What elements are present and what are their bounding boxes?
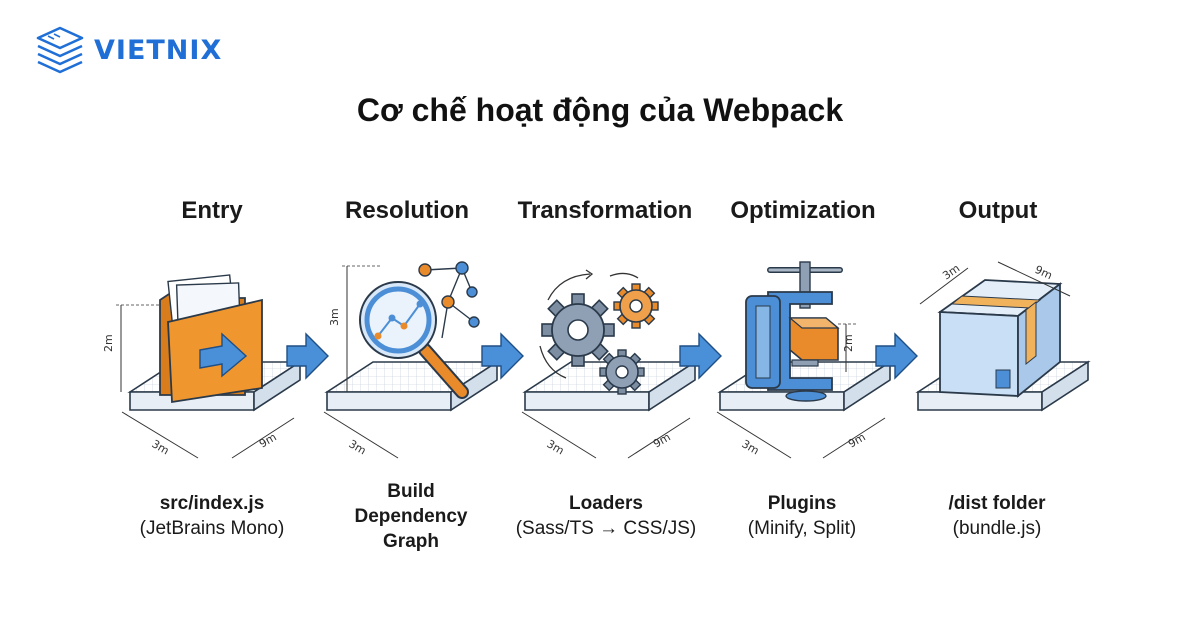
dim-transformation-width: 9m bbox=[651, 430, 673, 450]
caption-entry-sub: (JetBrains Mono) bbox=[139, 518, 285, 539]
transformation-dimension-lines bbox=[521, 411, 691, 459]
entry-dimension-lines bbox=[116, 304, 295, 459]
caption-output-sub: (bundle.js) bbox=[952, 518, 1042, 539]
platform-resolution bbox=[324, 360, 500, 412]
caption-resolution-line-1: Build bbox=[387, 481, 435, 502]
output-dimension-lines bbox=[919, 261, 1071, 305]
platform-transformation bbox=[522, 360, 698, 412]
dim-optimization-depth: 3m bbox=[740, 437, 762, 457]
stage-label-entry: Entry bbox=[181, 197, 243, 224]
dim-resolution-depth: 3m bbox=[347, 437, 369, 457]
stage-label-resolution: Resolution bbox=[345, 197, 469, 224]
folder-arrow-icon bbox=[159, 274, 263, 404]
flow-arrow-icon bbox=[679, 332, 722, 380]
dim-resolution-height: 3m bbox=[328, 308, 341, 326]
stage-label-transformation: Transformation bbox=[517, 197, 693, 224]
dim-transformation-depth: 3m bbox=[545, 437, 567, 457]
caption-optimization-sub: (Minify, Split) bbox=[747, 518, 857, 539]
gears-icon bbox=[539, 269, 659, 395]
magnifier-graph-icon bbox=[359, 261, 480, 399]
caption-transformation-sub: (Sass/TS → CSS/JS) bbox=[515, 518, 697, 539]
brand-name: VIETNIX bbox=[94, 34, 223, 66]
flow-arrow-icon bbox=[481, 332, 524, 380]
dim-entry-width: 9m bbox=[257, 430, 279, 450]
caption-resolution: Build Dependency Graph bbox=[301, 479, 521, 554]
caption-optimization-title: Plugins bbox=[767, 493, 837, 514]
dim-optimization-height: 2m bbox=[842, 334, 855, 352]
dim-optimization-width: 9m bbox=[846, 430, 868, 450]
caption-output-title: /dist folder bbox=[948, 493, 1046, 514]
caption-resolution-line-3: Graph bbox=[383, 531, 439, 552]
dim-output-width: 9m bbox=[1033, 263, 1055, 282]
stage-label-output: Output bbox=[958, 197, 1038, 224]
dim-entry-height: 2m bbox=[102, 334, 115, 352]
caption-output: /dist folder (bundle.js) bbox=[887, 491, 1107, 541]
optimization-dimension-lines bbox=[716, 323, 886, 459]
caption-transformation: Loaders (Sass/TS → CSS/JS) bbox=[496, 491, 716, 541]
caption-resolution-line-2: Dependency bbox=[354, 506, 468, 527]
flow-arrow-icon bbox=[875, 332, 918, 380]
resolution-dimension-lines bbox=[323, 265, 399, 459]
caption-entry-title: src/index.js bbox=[159, 493, 265, 514]
package-box-icon bbox=[937, 279, 1063, 398]
logo-stack-icon bbox=[36, 26, 84, 74]
flow-arrow-icon bbox=[286, 332, 329, 380]
page-title: Cơ chế hoạt động của Webpack bbox=[356, 92, 844, 128]
dim-output-depth: 3m bbox=[940, 262, 962, 283]
caption-optimization: Plugins (Minify, Split) bbox=[692, 491, 912, 541]
brand-logo: VIETNIX bbox=[34, 24, 222, 76]
stage-label-optimization: Optimization bbox=[730, 197, 876, 224]
caption-entry: src/index.js (JetBrains Mono) bbox=[102, 491, 322, 541]
caption-transformation-title: Loaders bbox=[569, 493, 643, 514]
clamp-press-icon bbox=[745, 261, 843, 402]
